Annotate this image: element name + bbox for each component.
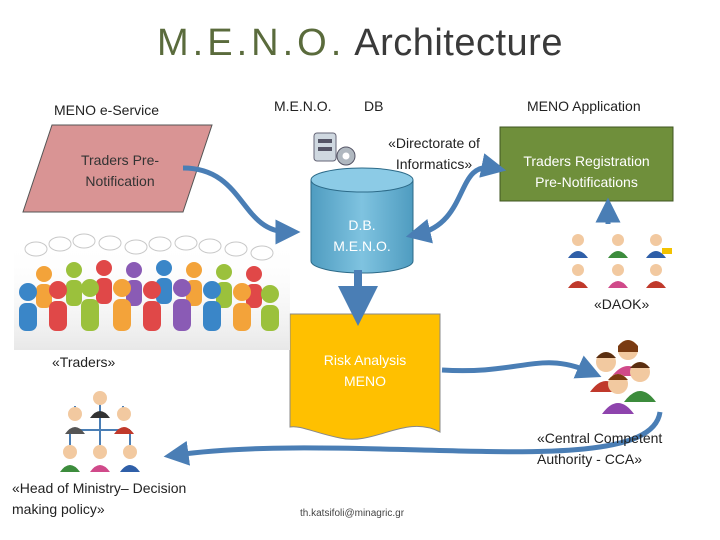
title-meno: M.E.N.O. [157, 22, 346, 64]
server-gear-icon [313, 132, 356, 166]
db-cylinder [310, 167, 414, 274]
label-daok: «DAOK» [594, 296, 650, 312]
risk-line1: Risk Analysis [323, 352, 407, 368]
pre-notification-line2: Notification [85, 173, 155, 189]
pre-notification-text: Traders Pre- Notification [40, 150, 200, 192]
traders-crowd-icon [14, 233, 290, 350]
page-title: M.E.N.O. Architecture [0, 22, 720, 65]
daok-people-icon [568, 234, 672, 288]
arrow-db-to-application [405, 153, 507, 244]
registration-line2: Pre-Notifications [535, 174, 638, 190]
label-meno-eservice: MENO e-Service [54, 102, 160, 118]
head-line2: making policy» [12, 501, 105, 517]
cca-line1: «Central Competent [537, 430, 663, 446]
risk-line2: MENO [344, 373, 386, 389]
label-meno: M.E.N.O. [274, 98, 332, 114]
registration-box [499, 126, 674, 202]
arrow-eservice-to-db [182, 165, 301, 245]
registration-text: Traders Registration Pre-Notifications [500, 151, 673, 193]
risk-analysis-text: Risk Analysis MENO [290, 350, 440, 392]
email-footer: th.katsifoli@minagric.gr [300, 508, 405, 519]
cca-people-icon [590, 340, 656, 414]
db-text: D.B. M.E.N.O. [311, 215, 413, 257]
directorate-line2: Informatics» [395, 156, 473, 172]
pre-notification-line1: Traders Pre- [80, 152, 160, 168]
directorate-line1: «Directorate of [388, 135, 480, 151]
label-meno-application: MENO Application [527, 98, 641, 114]
hierarchy-people-icon [60, 391, 140, 472]
label-cca: «Central Competent Authority - CCA» [537, 428, 662, 470]
arrow-risk-to-cca [441, 355, 602, 379]
pre-notification-shape [22, 124, 213, 213]
cca-line2: Authority - CCA» [537, 451, 643, 467]
arrow-to-head-of-ministry [163, 411, 663, 466]
head-line1: «Head of Ministry– Decision [12, 480, 187, 496]
label-directorate: «Directorate of Informatics» [378, 133, 490, 175]
db-line1: D.B. [348, 217, 376, 233]
registration-line1: Traders Registration [523, 153, 650, 169]
risk-analysis-document [289, 313, 441, 440]
title-architecture: Architecture [354, 22, 563, 64]
db-line2: M.E.N.O. [333, 238, 391, 254]
label-traders: «Traders» [52, 354, 116, 370]
label-db: DB [364, 98, 384, 114]
label-head-of-ministry: «Head of Ministry– Decision making polic… [12, 478, 186, 520]
